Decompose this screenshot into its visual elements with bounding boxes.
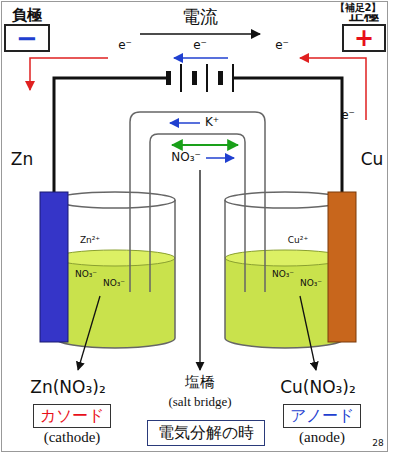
beaker <box>55 200 175 348</box>
battery-plate <box>180 64 182 92</box>
solution <box>225 258 345 348</box>
battery-plate <box>232 64 234 92</box>
ion-label: NO₃⁻ <box>103 278 125 288</box>
page-number: 28 <box>372 438 383 448</box>
ion-label: NO₃⁻ <box>75 269 97 279</box>
ion-label: NO₃⁻ <box>300 278 322 288</box>
beaker <box>225 200 345 348</box>
box-heading: (anode) <box>299 428 345 446</box>
battery-plate <box>166 71 171 85</box>
solution-label: Zn(NO₃)₂ <box>30 378 105 398</box>
ion-label: NO₃⁻ <box>272 269 294 279</box>
ion-label: K⁺ <box>205 116 219 130</box>
ion-double-arrow <box>172 144 238 146</box>
battery-plate <box>192 71 197 85</box>
leader-arrow <box>300 296 316 370</box>
ion-label: Cu²⁺ <box>288 235 308 245</box>
electrode-label: Zn <box>11 150 33 170</box>
box-text: + <box>342 24 386 52</box>
solution <box>55 258 175 348</box>
ion-label: NO₃⁻ <box>171 151 201 165</box>
electron-arrow <box>30 58 108 90</box>
salt-bridge-label: (salt bridge) <box>168 395 231 410</box>
copper-electrode <box>328 192 356 342</box>
ion-arrow <box>170 122 200 124</box>
wire <box>54 78 342 192</box>
electron-label: e⁻ <box>118 39 132 53</box>
current-arrow <box>140 33 260 35</box>
solution-label: Cu(NO₃)₂ <box>280 378 356 398</box>
ion-label: Zn²⁺ <box>80 235 100 245</box>
solution-surface <box>55 250 175 266</box>
box-text: カソード <box>33 404 111 428</box>
electrode-sign-box: 負極− <box>4 6 50 52</box>
beaker-rim <box>225 192 345 208</box>
ion-arrow <box>206 157 234 159</box>
zinc-electrode <box>40 192 68 342</box>
salt-bridge-tube <box>150 134 245 292</box>
box-heading: (cathode) <box>44 428 101 446</box>
slide-tag: 【補足2】 <box>335 2 382 14</box>
title-box: 電気分解の時 <box>147 420 265 446</box>
box-text: − <box>4 24 50 52</box>
electron-arrow <box>300 58 366 120</box>
current-label: 電流 <box>182 7 218 28</box>
leader-arrow <box>199 170 200 370</box>
electron-label: e⁻ <box>341 109 355 123</box>
electron-arrow <box>174 57 228 59</box>
battery-symbol <box>166 64 234 92</box>
electrode-role-box: カソード(cathode) <box>33 404 111 446</box>
solution-surface <box>225 250 345 266</box>
salt-bridge-label: 塩橋 <box>185 374 215 391</box>
battery-plate <box>206 64 208 92</box>
box-text: 電気分解の時 <box>147 420 265 446</box>
battery-plate <box>218 71 223 85</box>
leader-arrow <box>78 296 100 370</box>
electron-label: e⁻ <box>275 39 289 53</box>
box-text: アノード <box>283 404 361 428</box>
beaker-rim <box>55 192 175 208</box>
electron-label: e⁻ <box>193 39 207 53</box>
box-heading: 負極 <box>12 6 42 24</box>
salt-bridge-tube <box>130 112 265 292</box>
slide-frame <box>2 2 388 452</box>
electrode-label: Cu <box>361 150 384 170</box>
electrode-role-box: アノード(anode) <box>283 404 361 446</box>
